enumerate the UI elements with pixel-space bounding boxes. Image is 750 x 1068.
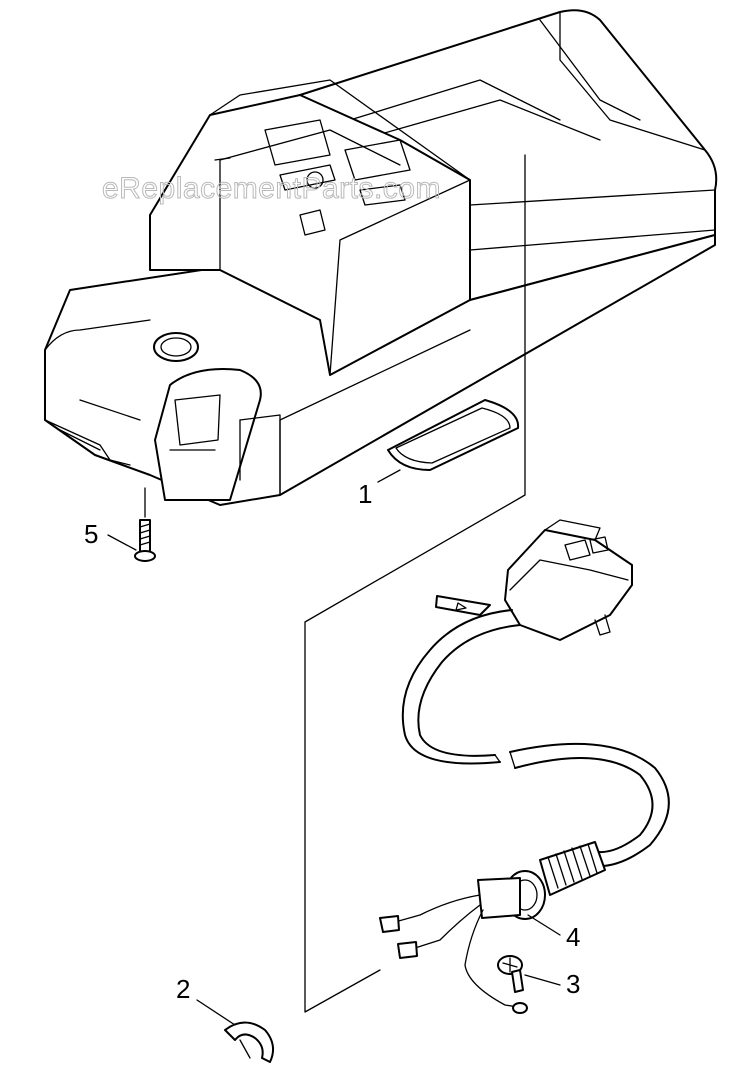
callout-4: 4 (566, 922, 580, 952)
part-5-screw (107, 487, 156, 562)
part-4-power-cord (379, 519, 670, 1014)
main-housing (44, 9, 718, 506)
assembly-outline-box (304, 154, 526, 1013)
part-2-cable-clip (196, 999, 275, 1063)
callout-2: 2 (176, 974, 190, 1004)
watermark: eReplacementParts.com (102, 172, 441, 205)
part-3-screw (497, 955, 561, 993)
callout-5: 5 (84, 519, 98, 549)
callout-1: 1 (358, 479, 372, 509)
callout-3: 3 (566, 969, 580, 999)
callout-labels: 1 2 3 4 5 (84, 479, 580, 1004)
part-1-cover-plate (377, 399, 520, 483)
